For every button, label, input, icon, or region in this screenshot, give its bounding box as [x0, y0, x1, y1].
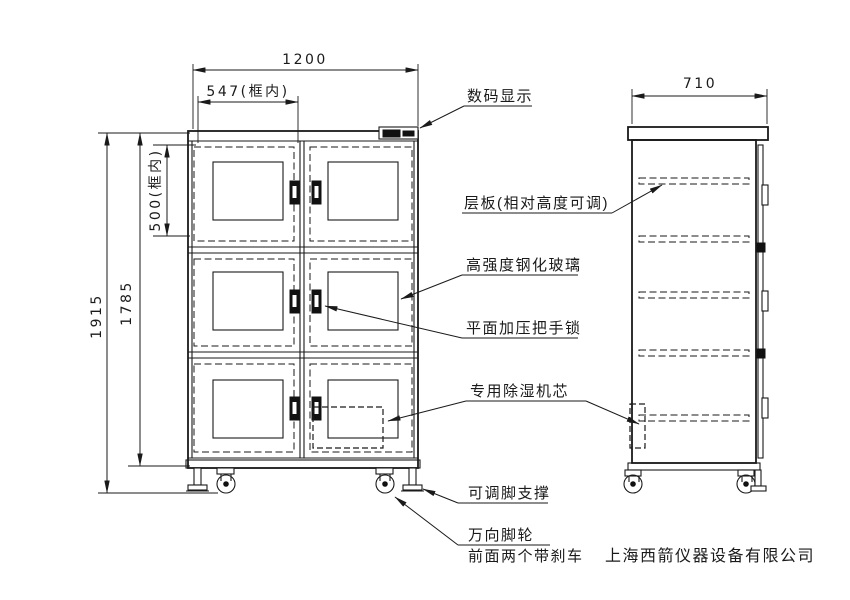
leader-shelf	[611, 184, 663, 214]
dim-side-depth: 710	[683, 76, 717, 92]
glass-window-left-2	[212, 271, 284, 331]
leader-adjustable-foot	[422, 488, 459, 504]
door-side-edges	[191, 141, 415, 458]
label-caster: 万向脚轮	[468, 527, 534, 544]
glass-window-left-1	[212, 161, 284, 221]
row-divider-2	[188, 351, 418, 359]
leader-caster	[394, 496, 459, 546]
display-button	[408, 130, 415, 137]
caster-front-left	[216, 467, 236, 494]
divider-block-side-2	[756, 348, 766, 359]
dehumidifier-box-front	[312, 406, 384, 449]
leader-digital-display	[419, 105, 465, 129]
cabinet-top-cap-side	[627, 126, 769, 141]
dehumidifier-box-side	[629, 403, 646, 449]
label-shelf: 层板(相对高度可调)	[464, 194, 609, 212]
label-caster-note: 前面两个带刹车	[468, 548, 584, 565]
display-screen	[382, 129, 401, 138]
leader-dehumidifier-side	[585, 400, 640, 425]
adjustable-foot-front-right	[401, 467, 424, 492]
dim-front-width: 1200	[282, 52, 328, 68]
adjustable-foot-side-right	[750, 469, 767, 492]
label-digital-display: 数码显示	[467, 88, 533, 105]
label-adjustable-foot: 可调脚支撑	[468, 485, 551, 502]
shelf-dashed-1	[638, 177, 750, 185]
dimension-lines: 1200 547(框内) 1915 1785 500(框内) 710	[89, 52, 768, 494]
base-rail-side	[627, 462, 761, 471]
center-divider	[299, 141, 305, 458]
extension-lines-1200	[192, 64, 419, 129]
leader-handle-lock	[324, 305, 463, 339]
door-frame-left-1	[193, 146, 295, 242]
shelf-dashed-3	[638, 291, 750, 299]
glass-window-right-1	[327, 161, 399, 221]
divider-block-side-1	[756, 242, 766, 253]
glass-window-left-3	[212, 379, 284, 439]
row-divider-1	[188, 246, 418, 254]
cabinet-body-front	[187, 130, 419, 469]
front-view	[185, 126, 424, 494]
label-dehumidifier: 专用除湿机芯	[470, 383, 569, 400]
door-frame-right-1	[309, 146, 413, 242]
shelf-dashed-4	[638, 349, 750, 357]
extension-lines-710	[631, 89, 768, 124]
label-tempered-glass: 高强度钢化玻璃	[466, 257, 582, 274]
glass-window-right-3	[327, 379, 399, 439]
extension-lines-500	[153, 144, 196, 237]
side-view	[623, 126, 769, 494]
adjustable-foot-front-left	[186, 467, 209, 492]
display-button	[402, 130, 409, 137]
door-handles	[289, 180, 322, 421]
handle-side-2	[761, 290, 769, 312]
dim-door-inner-height: 500(框内)	[148, 148, 164, 231]
caster-front-right	[375, 467, 395, 494]
handle-side-1	[761, 184, 769, 206]
shelf-dashed-2	[638, 235, 750, 243]
caster-side-left	[623, 469, 643, 494]
shelf-dashed-5	[638, 414, 750, 422]
base-rail-front	[185, 459, 421, 469]
dim-total-height: 1915	[89, 293, 105, 339]
extension-lines-547	[197, 96, 299, 143]
company-name: 上海西箭仪器设备有限公司	[605, 546, 815, 565]
label-handle-lock: 平面加压把手锁	[466, 320, 582, 337]
door-frame-left-3	[193, 363, 295, 453]
leader-dehumidifier-front	[387, 400, 467, 422]
dim-body-height: 1785	[119, 280, 135, 326]
digital-display-unit	[378, 126, 419, 140]
glass-window-right-2	[327, 271, 399, 331]
callouts: 数码显示 层板(相对高度可调) 高强度钢化玻璃 平面加压把手锁 专用除湿机芯 可…	[324, 88, 815, 565]
door-frame-right-3	[309, 363, 413, 453]
leader-tempered-glass	[400, 274, 463, 300]
handle-side-3	[761, 397, 769, 419]
dim-door-inner-width: 547(框内)	[206, 84, 289, 100]
